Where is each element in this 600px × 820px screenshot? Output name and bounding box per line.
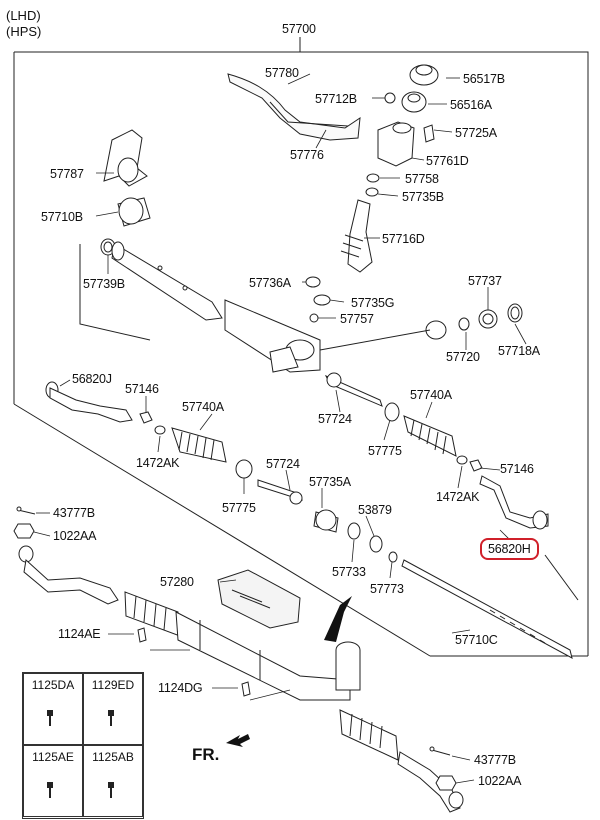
label-57700: 57700 [282,22,316,36]
label-56516a: 56516A [450,98,492,112]
label-57718a: 57718A [498,344,540,358]
label-43777b-bottom: 43777B [474,753,516,767]
label-57720: 57720 [446,350,480,364]
label-57724-lower: 57724 [266,457,300,471]
label-57737: 57737 [468,274,502,288]
label-56820j: 56820J [72,372,112,386]
bolt-cell: 1125AB [83,745,143,817]
header-lhd: (LHD) [6,8,41,23]
label-57724-upper: 57724 [318,412,352,426]
label-57773: 57773 [370,582,404,596]
label-57735a: 57735A [309,475,351,489]
bolt-table: 1125DA 1129ED 1125AE 1125AB [22,672,144,819]
label-1022aa-bottom: 1022AA [478,774,522,788]
label-57758: 57758 [405,172,439,186]
label-57761d: 57761D [426,154,469,168]
label-1022aa-top: 1022AA [53,529,97,543]
label-57775-right: 57775 [368,444,402,458]
header-hps: (HPS) [6,24,42,39]
bolt-cell: 1125DA [23,673,83,745]
bolt-cell: 1125AE [23,745,83,817]
front-direction-label: FR. [192,745,220,764]
label-57740a-right: 57740A [410,388,452,402]
label-53879: 53879 [358,503,392,517]
label-57146-right: 57146 [500,462,534,476]
bolt-cell: 1129ED [83,673,143,745]
label-57757: 57757 [340,312,374,326]
label-1124ae: 1124AE [58,627,101,641]
label-57725a: 57725A [455,126,497,140]
label-1124dg: 1124DG [158,681,203,695]
label-57710b: 57710B [41,210,83,224]
label-57735b: 57735B [402,190,444,204]
label-57736a: 57736A [249,276,291,290]
label-57710c: 57710C [455,633,498,647]
label-57739b: 57739B [83,277,125,291]
label-57776: 57776 [290,148,324,162]
label-56820h-highlighted: 56820H [480,538,539,560]
label-1472ak-left: 1472AK [136,456,180,470]
label-57780: 57780 [265,66,299,80]
label-57712b: 57712B [315,92,357,106]
label-43777b-top: 43777B [53,506,95,520]
label-57716d: 57716D [382,232,425,246]
label-57735g: 57735G [351,296,395,310]
label-57787: 57787 [50,167,84,181]
label-57280: 57280 [160,575,194,589]
label-57146-left: 57146 [125,382,159,396]
label-57775-left: 57775 [222,501,256,515]
label-57733: 57733 [332,565,366,579]
label-1472ak-right: 1472AK [436,490,480,504]
label-56517b: 56517B [463,72,505,86]
label-57740a-left: 57740A [182,400,224,414]
